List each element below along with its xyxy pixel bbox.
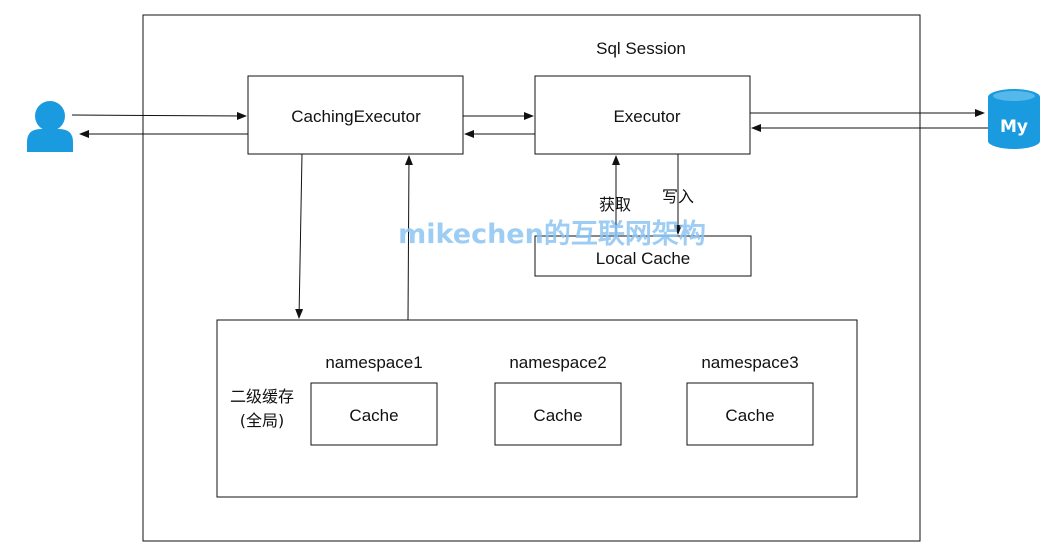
namespace2-cache-box <box>494 382 622 446</box>
namespace2-label: namespace2 <box>509 353 606 372</box>
watermark-text: mikechen的互联网架构 <box>398 218 706 250</box>
arrow-second-level-cache-to-caching-executor <box>404 155 413 321</box>
namespace1-label: namespace1 <box>325 353 422 372</box>
local-cache-box <box>534 235 752 277</box>
user-icon <box>27 101 73 152</box>
namespace3-label: namespace3 <box>701 353 798 372</box>
arrow-user-to-caching-executor <box>71 111 247 120</box>
caching-executor-box <box>247 75 464 155</box>
namespace3-cache-box <box>686 382 814 446</box>
sql-session-title: Sql Session <box>596 39 686 58</box>
local-cache-label: Local Cache <box>596 249 691 268</box>
namespace1-cache-box <box>310 382 438 446</box>
executor-box <box>534 75 751 155</box>
mysql-database-icon: My <box>988 89 1040 149</box>
caching-executor-label: CachingExecutor <box>291 107 421 126</box>
second-level-cache-label: 二级缓存 <box>230 387 294 406</box>
namespace2-cache-label: Cache <box>533 406 582 425</box>
executor-label: Executor <box>613 107 680 126</box>
namespace3-cache-label: Cache <box>725 406 774 425</box>
database-text: My <box>1000 117 1028 137</box>
sql-session-container <box>142 14 921 542</box>
namespace1-cache-label: Cache <box>349 406 398 425</box>
second-level-cache-scope-label: (全局) <box>240 411 285 430</box>
arrow-caching-executor-to-second-level-cache <box>295 153 304 319</box>
write-label: 写入 <box>662 187 694 206</box>
fetch-label: 获取 <box>599 195 631 214</box>
